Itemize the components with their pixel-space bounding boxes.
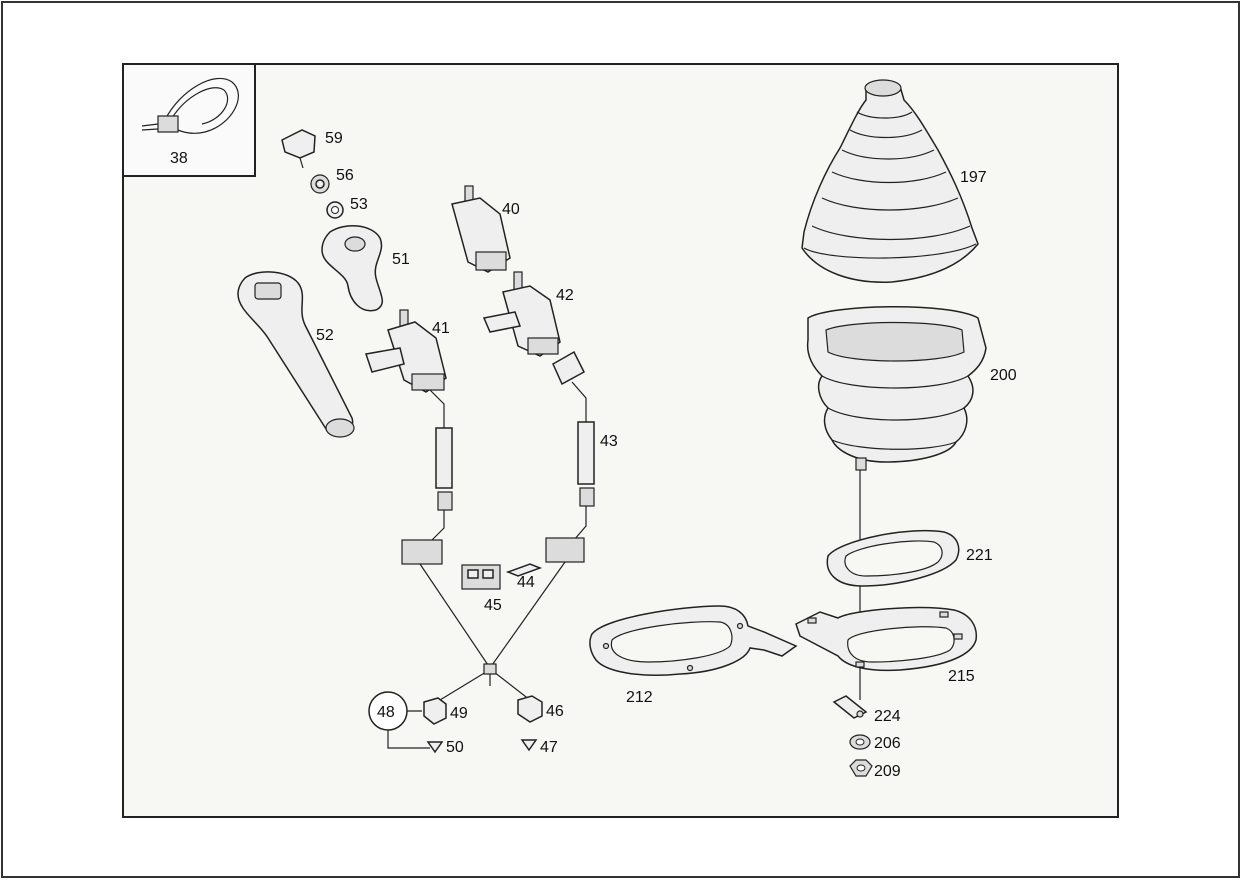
part-221: 221: [826, 529, 993, 587]
callout-51: 51: [392, 251, 410, 268]
callout-43: 43: [600, 433, 618, 450]
part-52: 52: [237, 271, 355, 438]
callout-50: 50: [446, 739, 464, 756]
callout-40: 40: [502, 201, 520, 218]
part-43: 43: [545, 350, 618, 563]
part-45: 45: [461, 564, 502, 614]
part-49: 49: [423, 697, 468, 725]
part-48: 48: [368, 691, 430, 749]
part-42: 42: [482, 271, 574, 357]
callout-212: 212: [626, 689, 653, 706]
callout-44: 44: [517, 574, 535, 591]
part-53: 53: [326, 196, 368, 219]
part-41: 41: [365, 309, 453, 565]
callout-47: 47: [540, 739, 558, 756]
part-40: 40: [451, 185, 520, 273]
callout-53: 53: [350, 196, 368, 213]
part-50: 50: [426, 739, 464, 756]
part-197: 197: [801, 79, 987, 283]
callout-42: 42: [556, 287, 574, 304]
callout-38: 38: [170, 150, 188, 167]
callout-197: 197: [960, 169, 987, 186]
part-200: 200: [806, 306, 1017, 471]
callout-52: 52: [316, 327, 334, 344]
part-206: 206: [849, 734, 901, 752]
callout-221: 221: [966, 547, 993, 564]
callout-56: 56: [336, 167, 354, 184]
callout-59: 59: [325, 130, 343, 147]
callout-206: 206: [874, 735, 901, 752]
part-212: 212: [589, 605, 798, 706]
callout-209: 209: [874, 763, 901, 780]
callout-48: 48: [377, 704, 395, 721]
callout-41: 41: [432, 320, 450, 337]
part-56: 56: [310, 167, 354, 194]
callout-49: 49: [450, 705, 468, 722]
part-215: 215: [795, 606, 978, 685]
part-46: 46: [517, 695, 564, 723]
callout-46: 46: [546, 703, 564, 720]
callout-45: 45: [484, 597, 502, 614]
part-224: 224: [832, 695, 901, 725]
part-44: 44: [505, 563, 543, 591]
part-209: 209: [849, 759, 901, 780]
part-59: 59: [281, 129, 343, 169]
callout-224: 224: [874, 708, 901, 725]
callout-200: 200: [990, 367, 1017, 384]
inset-part-38: 38: [122, 63, 256, 177]
part-51: 51: [321, 225, 410, 312]
part-47: 47: [520, 739, 558, 756]
callout-215: 215: [948, 668, 975, 685]
